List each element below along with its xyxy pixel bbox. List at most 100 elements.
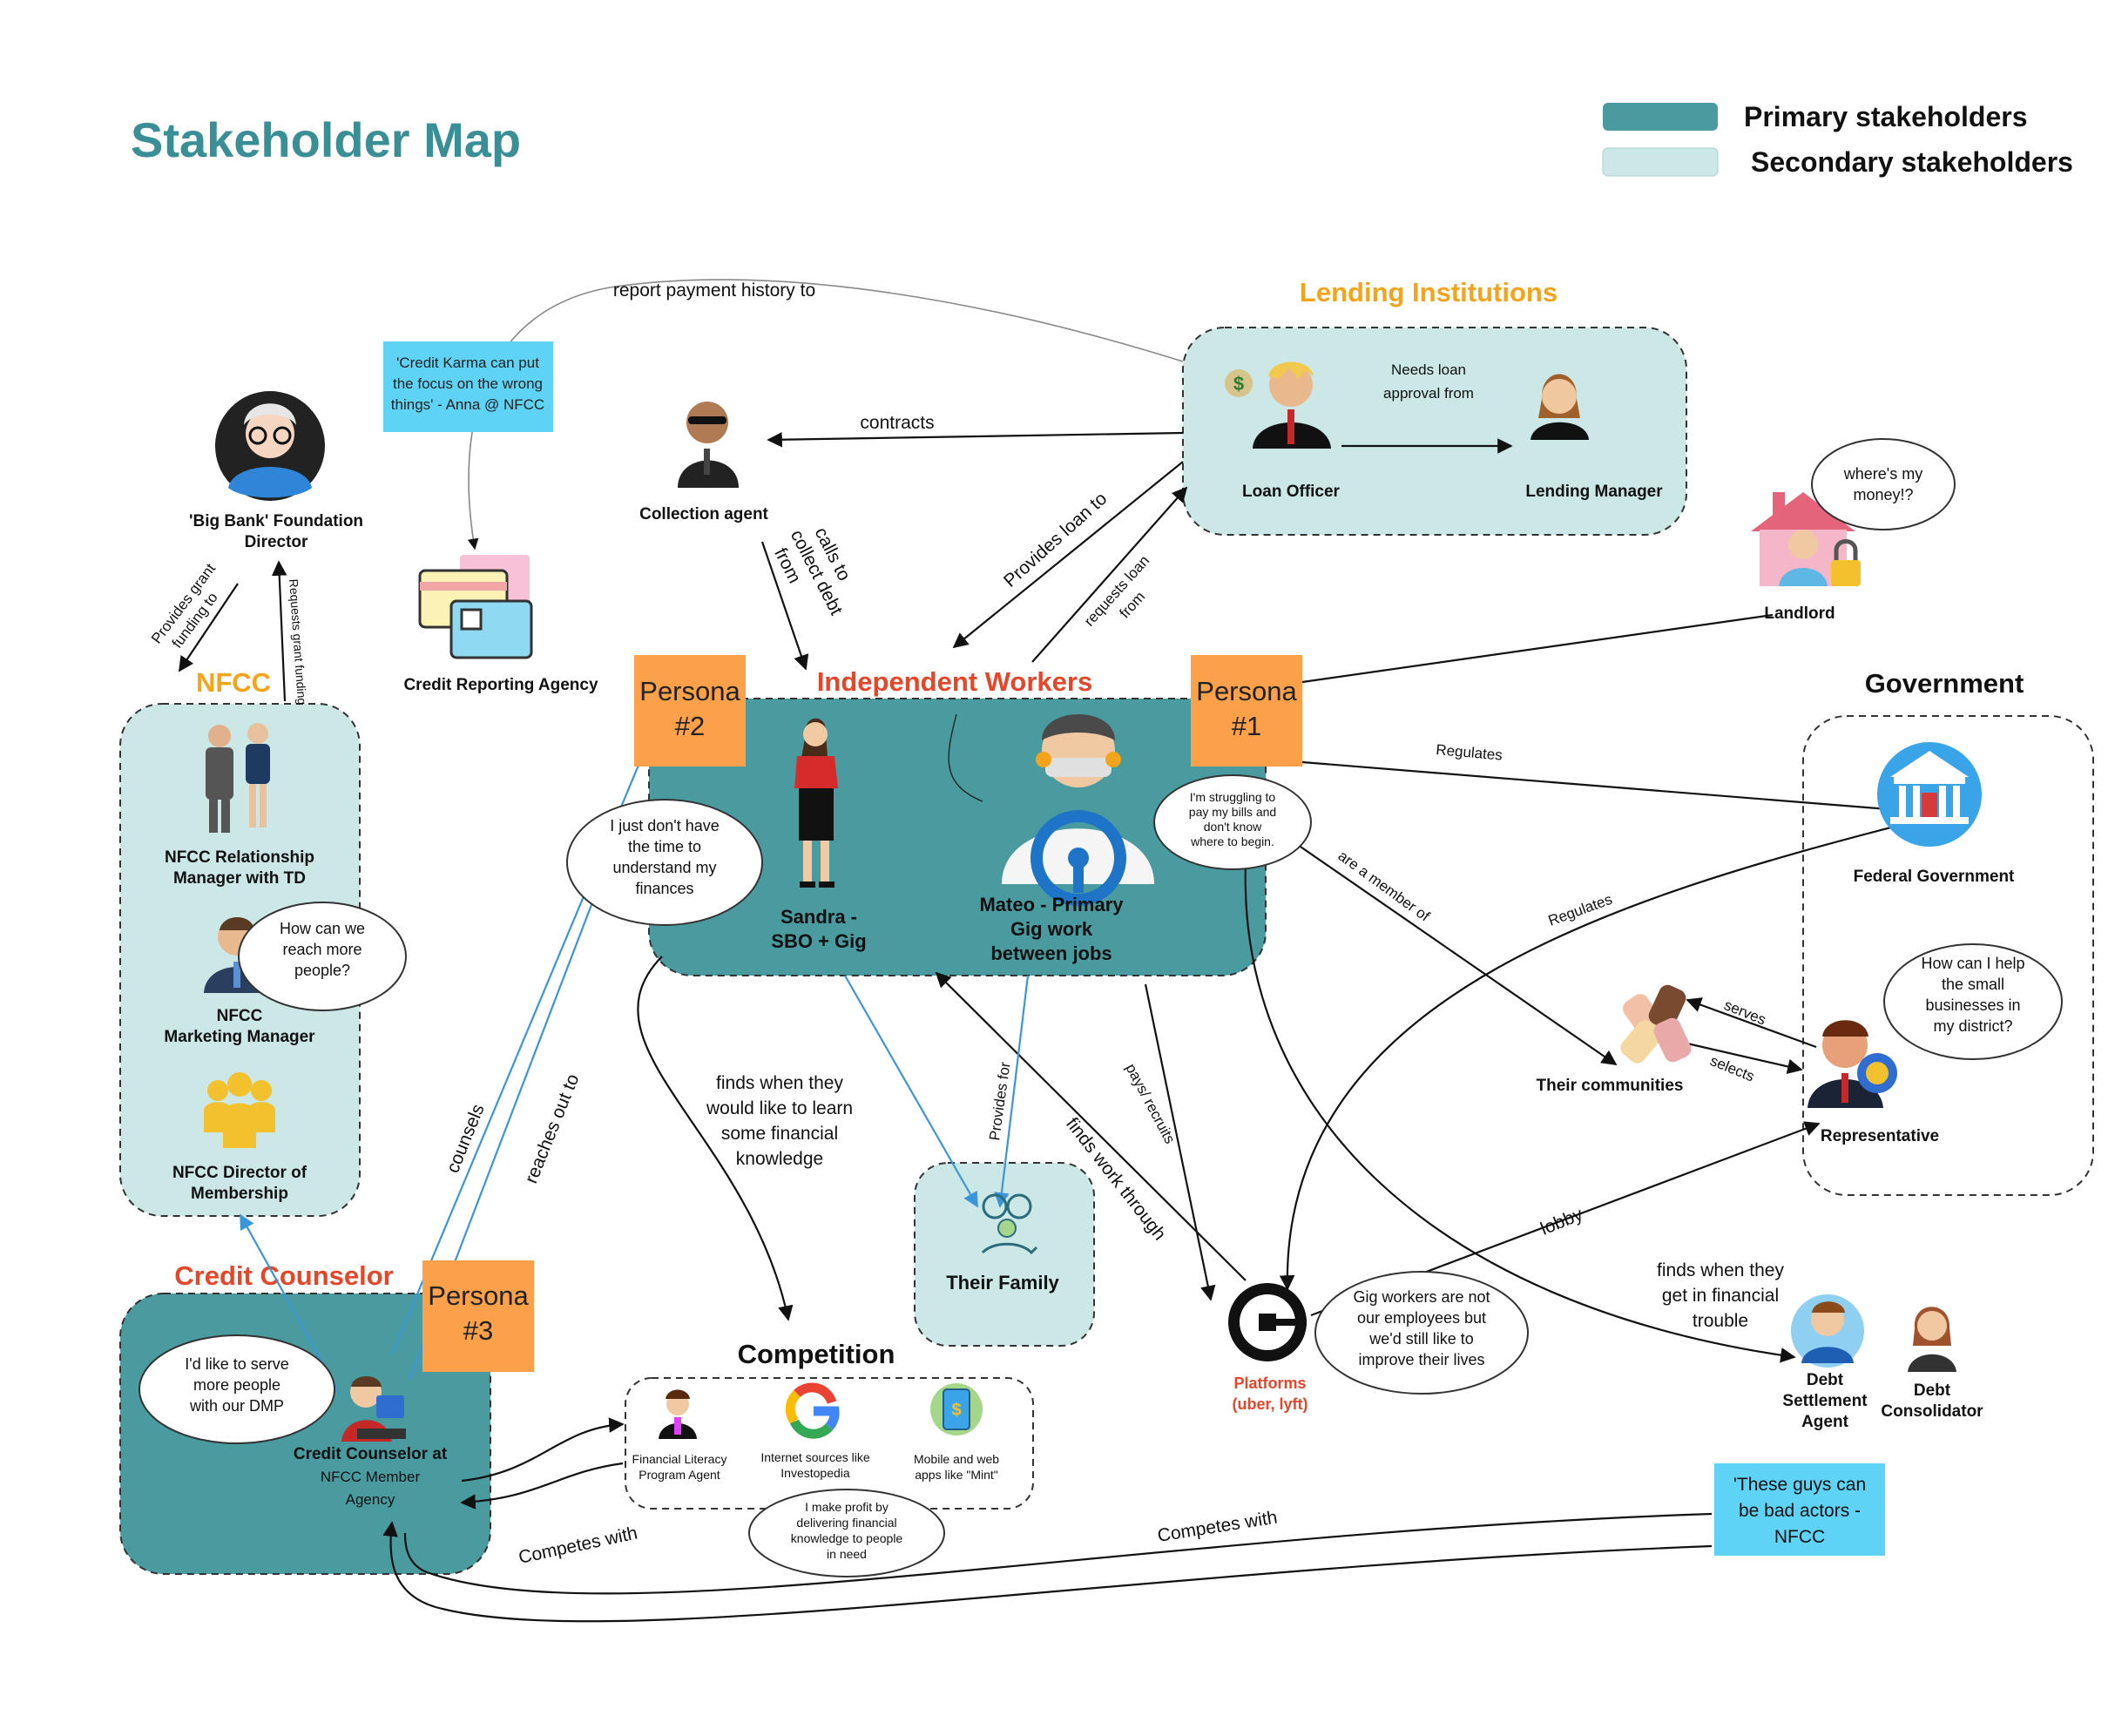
foundation-director-avatar [215,391,325,501]
loan-officer-icon: $ [1225,361,1331,449]
representative-icon [1808,1020,1897,1108]
family-label: Their Family [946,1272,1059,1294]
landlord-label: Landlord [1764,605,1835,623]
foundation-director-label-1: 'Big Bank' Foundation [189,512,363,530]
cloud-sandra-4: finances [635,880,693,897]
legend-primary-label: Primary stakeholders [1744,101,2028,132]
persona-1-line1: Persona [1196,676,1297,706]
mateo-label-1: Mateo - Primary [979,894,1124,915]
comp-fin-lit-label-1: Financial Literacy [632,1452,727,1466]
credit-card-icon [418,555,533,659]
cloud-mateo-1: I'm struggling to [1190,790,1276,804]
sandra-label-2: SBO + Gig [771,930,866,952]
cloud-platforms-4: improve their lives [1358,1351,1484,1368]
legend: Primary stakeholders Secondary stakehold… [1602,101,2073,178]
page-title: Stakeholder Map [131,112,521,167]
comp-fin-lit-label-2: Program Agent [639,1468,720,1482]
cloud-counselor: I'd like to serve more people with our D… [139,1334,335,1444]
nfcc-rel-mgr-label-1: NFCC Relationship [165,848,314,867]
debt-agent-icon [1791,1294,1864,1368]
persona-3-bg [422,1260,534,1372]
lending-manager-icon [1531,374,1589,440]
edge-serves [1686,997,1817,1049]
edge-label-competes-2: Competes with [1156,1507,1279,1545]
edge-competes-comp-b [460,1462,624,1510]
cloud-representative: How can I help the small businesses in m… [1883,943,2063,1060]
edge-regulates-platforms [1279,821,1909,1291]
edge-provides-for-b [994,975,1030,1208]
persona-3-note: Persona #3 [422,1260,534,1372]
debt-consolidator-label-1: Debt [1914,1381,1951,1400]
edge-label-provides-loan: Provides loan to [1000,489,1111,591]
credit-karma-line1: 'Credit Karma can put [396,355,539,371]
lending-box [1182,327,1687,536]
nfcc-dir-label-2: Membership [191,1185,288,1203]
nfcc-mkt-mgr-label-2: Marketing Manager [164,1028,315,1046]
nfcc-dir-label-1: NFCC Director of [172,1164,307,1182]
platforms-label-1: Platforms [1233,1375,1306,1392]
persona-2-note: Persona #2 [634,655,746,767]
edge-label-competes-1: Competes with [517,1523,639,1568]
edge-competes-debt-b [382,1521,1713,1623]
cloud-landlord-2: money!? [1853,486,1913,503]
mateo-label-3: between jobs [990,942,1112,964]
sandra-label-1: Sandra - [780,906,857,928]
mobile-app-icon: $ [930,1383,983,1435]
edge-label-requests-loan: requests loan from [1081,552,1152,630]
edge-label-needs-approval-2: approval from [1383,385,1474,402]
edge-label-lobby: lobby [1537,1204,1586,1239]
lending-manager-label: Lending Manager [1525,483,1663,501]
edge-label-finds-learn-2: would like to learn [706,1098,853,1118]
collection-agent-label: Collection agent [639,505,768,524]
cloud-counselor-2: more people [193,1376,280,1394]
cloud-competition: I make profit by delivering financial kn… [748,1489,945,1577]
fin-lit-agent-icon [659,1389,697,1439]
legend-secondary-label: Secondary stakeholders [1751,146,2073,178]
edge-requests-grant [271,560,287,702]
cloud-platforms-3: we'd still like to [1368,1330,1473,1348]
edge-regulates-workers [1301,760,1900,812]
credit-counselor-label-3: Agency [346,1491,395,1508]
edge-mateo-curve [948,713,983,802]
cloud-platforms-1: Gig workers are not [1353,1288,1490,1306]
cloud-competition-4: in need [827,1547,867,1561]
edge-label-requests-grant: Requests grant funding [287,578,309,706]
mateo-driver-icon [1002,714,1154,906]
edge-label-finds-learn-3: some financial [721,1124,838,1144]
group-workers-title: Independent Workers [817,666,1092,697]
cloud-competition-1: I make profit by [805,1500,889,1514]
cloud-competition-2: delivering financial [796,1516,896,1530]
google-icon [785,1382,840,1439]
comp-internet-label-2: Investopedia [780,1466,850,1480]
loan-officer-label: Loan Officer [1242,483,1341,501]
persona-2-bg [634,655,746,767]
bad-actors-line3: NFCC [1774,1527,1825,1547]
cloud-mateo: I'm struggling to pay my bills and don't… [1153,774,1312,870]
edge-label-finds-learn-4: knowledge [736,1149,823,1169]
cloud-counselor-3: with our DMP [189,1397,284,1415]
cloud-sandra: I just don't have the time to understand… [566,799,763,926]
svg-text:$: $ [951,1401,961,1420]
edge-label-finds-trouble-2: get in financial [1662,1286,1779,1306]
edge-label-needs-approval-1: Needs loan [1391,361,1466,378]
group-counselor-title: Credit Counselor [174,1260,393,1291]
edge-requests-loan [1031,486,1188,663]
landlord-house-icon [1751,492,1861,586]
cloud-competition-3: knowledge to people [791,1531,903,1545]
credit-karma-line3: things' - Anna @ NFCC [391,396,544,413]
cloud-sandra-3: understand my [612,859,716,876]
cloud-nfcc-mkt-2: reach more [282,941,362,958]
persona-2-line1: Persona [639,676,740,706]
bad-actors-line1: 'These guys can [1733,1475,1866,1495]
edge-member-of [1297,844,1618,1065]
edge-label-report-history: report payment history to [613,280,815,301]
edge-label-serves: serves [1722,996,1769,1028]
edge-label-finds-learn-1: finds when they [716,1073,843,1093]
group-nfcc-title: NFCC [196,667,271,698]
persona-3-line2: #3 [463,1315,493,1346]
mateo-label-2: Gig work [1010,918,1093,940]
bad-actors-line2: be bad actors - [1739,1501,1861,1521]
cloud-rep-2: the small [1942,976,2004,993]
persona-3-line1: Persona [428,1280,529,1311]
